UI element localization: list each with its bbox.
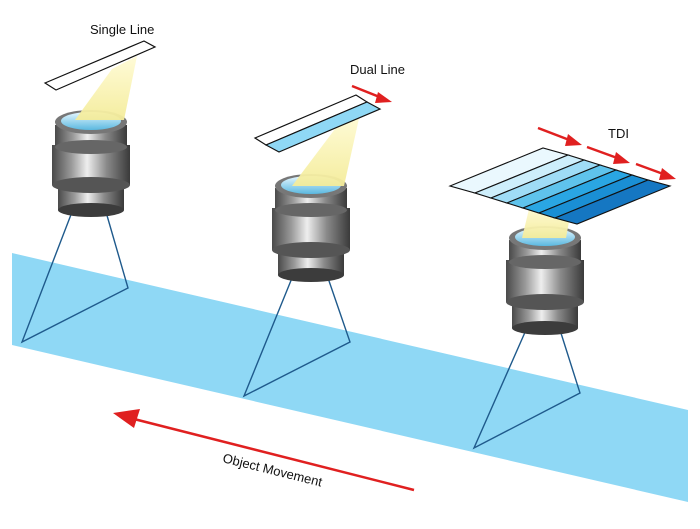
fov-lines [242, 277, 351, 398]
camera-lens-icon [272, 174, 350, 282]
fov-lines [472, 329, 581, 450]
sensor-tdi [448, 147, 672, 225]
light-cone [75, 56, 137, 120]
arrow-right-icon [586, 145, 630, 164]
arrow-right-icon [351, 84, 392, 103]
sensor-single-line [43, 40, 157, 91]
camera-tdi: TDI [448, 126, 676, 450]
arrow-right-icon [537, 126, 582, 146]
camera-dual-line: Dual Line [242, 62, 405, 398]
sensor-dual-line-b [264, 101, 382, 153]
conveyor-band [12, 253, 688, 502]
camera-lens-icon [52, 110, 130, 217]
label-object-movement: Object Movement [221, 450, 324, 489]
fov-lines [20, 211, 129, 344]
light-cone [292, 114, 360, 186]
arrow-right-icon [635, 162, 676, 180]
label-single-line: Single Line [90, 22, 154, 37]
arrow-left-icon [113, 409, 415, 492]
camera-single-line: Single Line [20, 22, 157, 344]
label-tdi: TDI [608, 126, 629, 141]
camera-lens-icon [506, 226, 584, 335]
label-dual-line: Dual Line [350, 62, 405, 77]
